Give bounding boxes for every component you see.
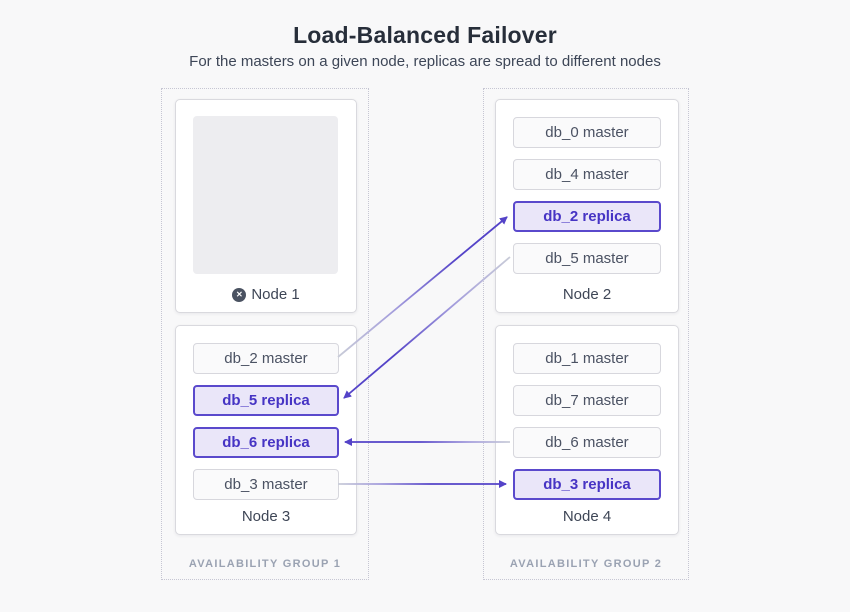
- db-box-db_2-master: db_2 master: [193, 343, 339, 374]
- page-subtitle: For the masters on a given node, replica…: [189, 53, 661, 70]
- failed-node-icon: ✕: [232, 287, 247, 302]
- db-box-db_2-replica: db_2 replica: [513, 201, 661, 232]
- node-3-card: db_2 master db_5 replica db_6 replica db…: [175, 325, 357, 535]
- db-box-db_3-replica: db_3 replica: [513, 469, 661, 500]
- db-box-db_1-master: db_1 master: [513, 343, 661, 374]
- node-3-label: Node 3: [176, 508, 356, 525]
- node-2-db-list: db_0 master db_4 master db_2 replica db_…: [513, 117, 661, 274]
- node-2-label: Node 2: [496, 286, 678, 303]
- db-box-db_0-master: db_0 master: [513, 117, 661, 148]
- node-4-db-list: db_1 master db_7 master db_6 master db_3…: [513, 343, 661, 500]
- node-2-card: db_0 master db_4 master db_2 replica db_…: [495, 99, 679, 313]
- node-2-name: Node 2: [562, 286, 612, 303]
- node-1-label: ✕ Node 1: [176, 286, 356, 303]
- node-4-label: Node 4: [496, 508, 678, 525]
- db-box-db_5-replica: db_5 replica: [193, 385, 339, 416]
- node-1-name: Node 1: [251, 286, 300, 303]
- availability-group-1-label: AVAILABILITY GROUP 1: [188, 558, 342, 570]
- node-3-db-list: db_2 master db_5 replica db_6 replica db…: [193, 343, 339, 500]
- availability-group-2-label: AVAILABILITY GROUP 2: [509, 558, 663, 570]
- db-box-db_6-master: db_6 master: [513, 427, 661, 458]
- db-box-db_7-master: db_7 master: [513, 385, 661, 416]
- db-box-db_3-master: db_3 master: [193, 469, 339, 500]
- db-box-db_6-replica: db_6 replica: [193, 427, 339, 458]
- node-1-card: ✕ Node 1: [175, 99, 357, 313]
- page-title: Load-Balanced Failover: [293, 22, 557, 48]
- node-4-name: Node 4: [562, 508, 612, 525]
- node-3-name: Node 3: [241, 508, 291, 525]
- node-1-empty-placeholder: [193, 116, 338, 274]
- db-box-db_4-master: db_4 master: [513, 159, 661, 190]
- db-box-db_5-master: db_5 master: [513, 243, 661, 274]
- node-4-card: db_1 master db_7 master db_6 master db_3…: [495, 325, 679, 535]
